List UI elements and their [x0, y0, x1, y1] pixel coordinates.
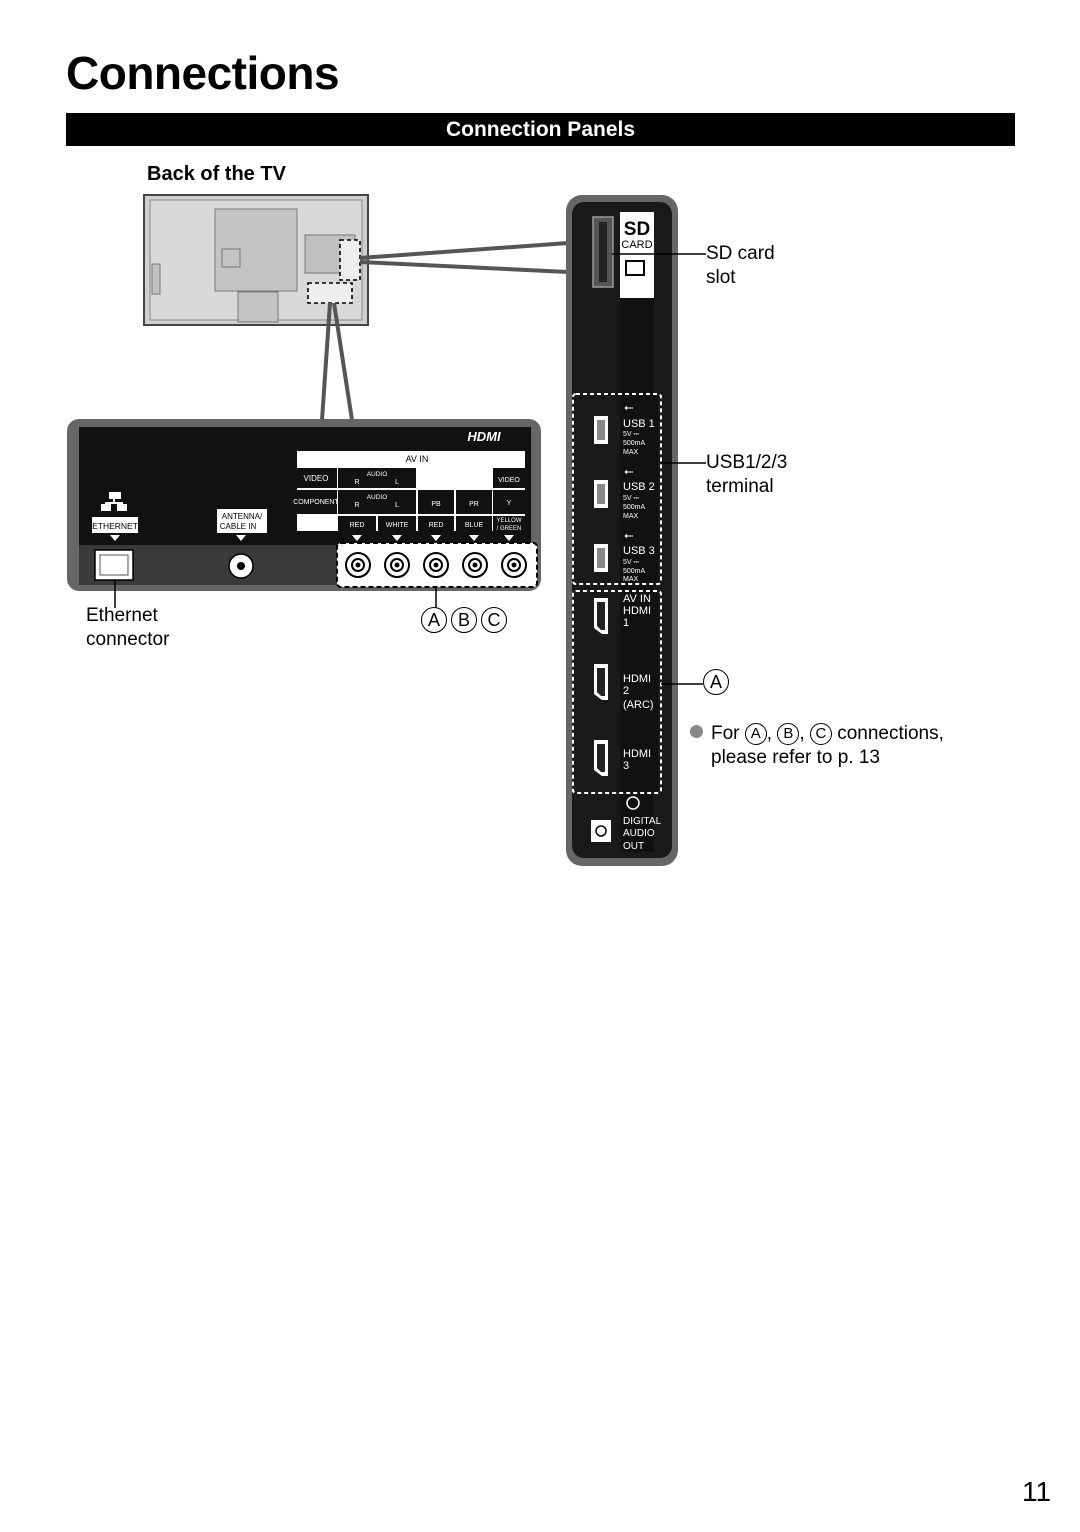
side-connection-panel: SD CARD ⭠ USB 1 5V ⎓ 500mA MAX ⭠ USB 2 — [566, 195, 706, 866]
page-number: 11 — [1022, 1476, 1052, 1507]
digital-label-2: AUDIO — [623, 828, 655, 839]
white-label: WHITE — [386, 522, 409, 529]
usb1-spec-1: 5V ⎓ — [623, 431, 640, 438]
antenna-label-1: ANTENNA/ — [222, 512, 263, 521]
hdmi-port-1 — [594, 598, 608, 634]
audio-l-top: L — [395, 479, 399, 486]
usb3-label: USB 3 — [623, 545, 655, 557]
red-label-2: RED — [429, 522, 444, 529]
note-marker-a: A — [744, 723, 767, 745]
audio-l-bottom: L — [395, 502, 399, 509]
usb2-spec-1: 5V ⎓ — [623, 495, 640, 502]
hdmi2-label-b: 2 — [623, 685, 629, 697]
digital-label-1: DIGITAL — [623, 816, 662, 827]
hdmi3-label-a: HDMI — [623, 748, 651, 760]
usb-port-3 — [594, 544, 608, 572]
hdmi3-label-b: 3 — [623, 760, 629, 772]
audio-top-label: AUDIO — [367, 471, 388, 478]
pr-label: PR — [469, 501, 479, 508]
marker-a: A — [421, 607, 447, 633]
marker-hdmi-a: A — [703, 669, 729, 695]
usb-port-2 — [594, 480, 608, 508]
blue-label: BLUE — [465, 522, 484, 529]
marker-c: C — [481, 607, 507, 633]
usb3-spec-1: 5V ⎓ — [623, 559, 640, 566]
subhead-back-of-tv: Back of the TV — [147, 163, 286, 185]
bottom-connection-panel: HDMI AV IN VIDEO COMPONENT AUDIO R L AUD… — [67, 419, 541, 591]
antenna-label-2: CABLE IN — [220, 522, 257, 531]
sd-card-symbol — [625, 260, 645, 276]
sd-label-1: SD — [624, 219, 650, 240]
page-title: Connections — [66, 47, 340, 99]
ethernet-network-icon — [101, 492, 127, 511]
component-label: COMPONENT — [293, 499, 339, 506]
audio-r-top: R — [354, 479, 359, 486]
digital-audio-port — [591, 820, 611, 842]
usb2-spec-3: MAX — [623, 513, 639, 520]
yellow-green-label-1: YELLOW — [496, 518, 521, 524]
usb-symbol-1-icon: ⭠ — [624, 400, 634, 414]
digital-label-3: OUT — [623, 841, 644, 852]
usb2-label: USB 2 — [623, 481, 655, 493]
hdmi1-label-b: 1 — [623, 617, 629, 629]
note-marker-b: B — [777, 723, 800, 745]
hdmi2-label-c: (ARC) — [623, 699, 654, 711]
audio-bottom-label: AUDIO — [367, 494, 388, 501]
ethernet-connector-label: Ethernet connector — [86, 605, 170, 650]
pb-label: PB — [431, 501, 441, 508]
hdmi2-label-a: HDMI — [623, 673, 651, 685]
usb1-spec-3: MAX — [623, 449, 639, 456]
usb3-spec-3: MAX — [623, 576, 639, 583]
note-marker-c: C — [809, 723, 832, 745]
video-left-label: VIDEO — [304, 474, 329, 483]
note-line2: please refer to p. 13 — [711, 747, 880, 768]
usb3-spec-2: 500mA — [623, 568, 646, 575]
optical-symbol-icon — [626, 796, 640, 810]
usb-terminal-label: USB1/2/3 terminal — [706, 452, 788, 497]
side-av-in-label: AV IN — [623, 593, 651, 605]
yellow-green-label-2: / GREEN — [497, 526, 522, 532]
av-in-label: AV IN — [406, 454, 429, 464]
connection-diagram: HDMI AV IN VIDEO COMPONENT AUDIO R L AUD… — [67, 194, 706, 866]
tv-back-thumbnail — [143, 194, 369, 326]
video-right-label: VIDEO — [498, 477, 520, 484]
usb1-spec-2: 500mA — [623, 440, 646, 447]
connections-note: For A, B, C connections, please refer to… — [690, 722, 944, 770]
antenna-coax-port — [228, 553, 254, 579]
audio-r-bottom: R — [354, 502, 359, 509]
usb-symbol-3-icon: ⭠ — [624, 528, 634, 542]
usb1-label: USB 1 — [623, 418, 655, 430]
red-label-1: RED — [350, 522, 365, 529]
rca-jacks — [345, 552, 527, 578]
hdmi-port-2 — [594, 664, 608, 700]
usb-symbol-2-icon: ⭠ — [624, 464, 634, 478]
leader-lines — [320, 241, 569, 421]
bullet-icon — [690, 725, 703, 738]
hdmi-port-3 — [594, 740, 608, 776]
y-label: Y — [507, 500, 512, 507]
usb2-spec-2: 500mA — [623, 504, 646, 511]
marker-b: B — [451, 607, 477, 633]
ethernet-port-label: ETHERNET — [92, 521, 138, 531]
sd-card-slot-label: SD card slot — [706, 243, 775, 288]
hdmi1-label-a: HDMI — [623, 605, 651, 617]
hdmi-logo: HDMI — [467, 429, 501, 444]
sd-label-2: CARD — [621, 239, 652, 251]
usb-port-1 — [594, 416, 608, 444]
section-banner: Connection Panels — [66, 113, 1015, 146]
